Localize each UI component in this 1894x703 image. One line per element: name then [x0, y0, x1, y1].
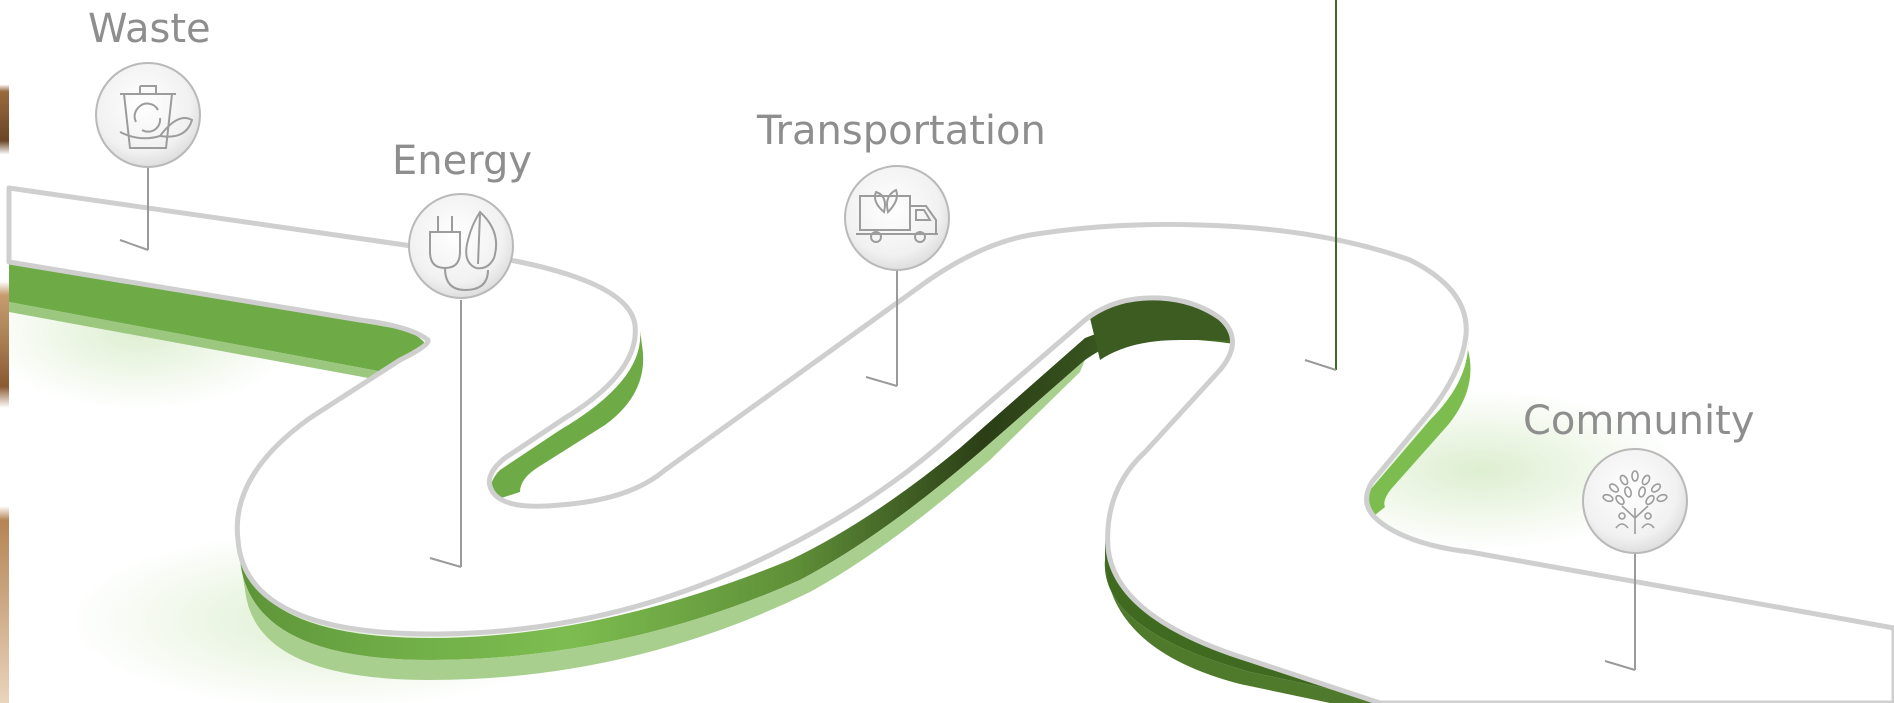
milestone-label: Community [1523, 398, 1755, 444]
milestone-label: Waste [88, 6, 211, 52]
milestone-pin-circle [1583, 449, 1687, 553]
milestone-pin-circle [96, 63, 200, 167]
milestone-label: Energy [392, 138, 532, 184]
milestone-label: Transportation [756, 108, 1046, 154]
